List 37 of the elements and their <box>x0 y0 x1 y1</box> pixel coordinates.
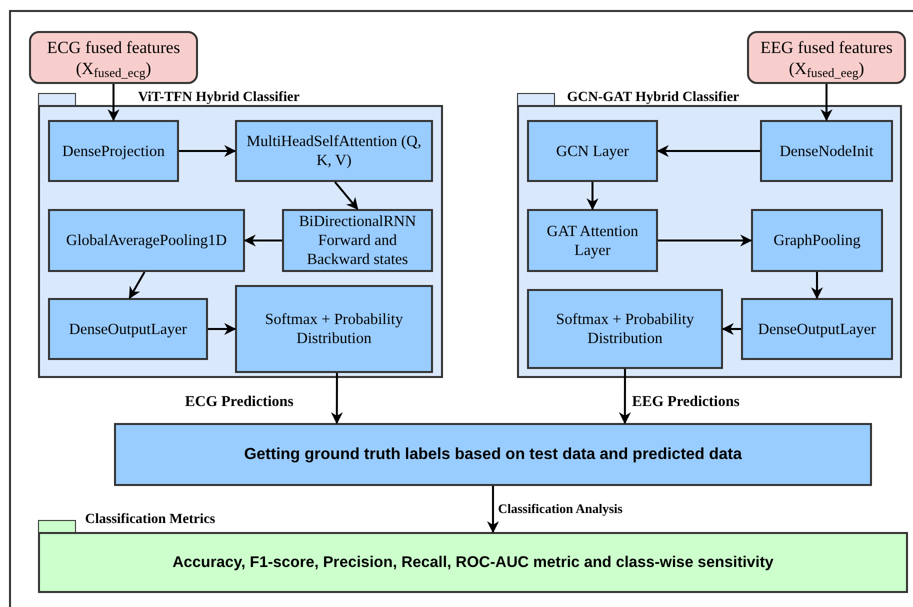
process-box: DenseProjection <box>48 120 179 182</box>
arrow <box>208 323 236 335</box>
edge-label: EEG Predictions <box>632 393 740 412</box>
arrow <box>244 234 282 246</box>
process-box: BiDirectionalRNN Forward and Backward states <box>282 209 433 272</box>
arrow <box>656 145 760 157</box>
process-box: GraphPooling <box>751 209 883 272</box>
arrow <box>820 84 832 122</box>
arrow <box>330 373 343 424</box>
process-box: Getting ground truth labels based on test data and predicted data <box>114 423 872 486</box>
input-box: ECG fused features (X$_{fused_ecg}$) <box>29 31 198 84</box>
process-box: DenseOutputLayer <box>741 298 893 360</box>
input-box: EEG fused features (X$_{fused_eeg}$) <box>747 31 906 84</box>
arrow <box>334 181 358 210</box>
arrow <box>618 369 631 424</box>
arrow <box>108 84 120 122</box>
arrow <box>179 145 236 157</box>
package-title: ViT-TFN Hybrid Classifier <box>138 91 300 105</box>
process-box: GCN Layer <box>527 120 658 182</box>
edge-label: Classification Analysis <box>498 500 623 518</box>
process-box: DenseNodeInit <box>760 120 893 182</box>
edge-label: ECG Predictions <box>185 393 294 412</box>
process-box: GAT Attention Layer <box>527 209 658 272</box>
process-box: DenseOutputLayer <box>48 298 208 360</box>
process-box: GlobalAveragePooling1D <box>48 209 245 272</box>
arrow <box>722 323 741 335</box>
arrow <box>658 234 752 246</box>
package-title: GCN-GAT Hybrid Classifier <box>567 91 740 105</box>
process-box: Softmax + Probability Distribution <box>527 289 723 369</box>
arrow <box>586 182 598 210</box>
arrow <box>128 272 146 300</box>
package-title: Classification Metrics <box>85 513 216 527</box>
arrow <box>487 486 499 534</box>
metrics-text: Accuracy, F1-score, Precision, Recall, ROC-AUC metric and class-wise sensitivity <box>172 552 774 573</box>
arrow <box>811 272 823 300</box>
process-box: MultiHeadSelfAttention (Q, K, V) <box>235 120 433 182</box>
process-box: Softmax + Probability Distribution <box>235 285 433 373</box>
